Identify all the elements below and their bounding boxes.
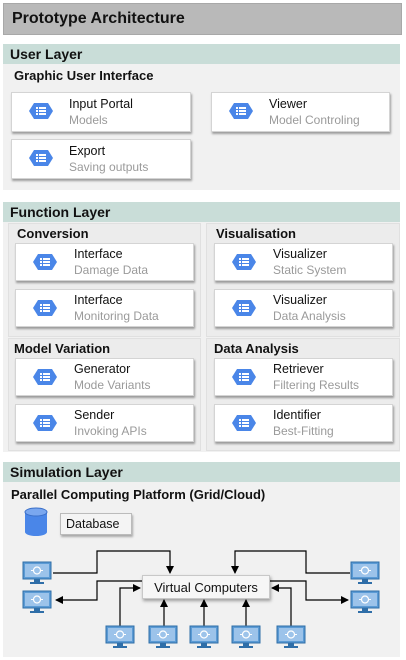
visualisation-title: Visualisation: [216, 226, 296, 241]
monitor-icon: [350, 561, 380, 585]
card-title: Sender: [74, 408, 115, 422]
viewer-card[interactable]: Viewer Model Controling: [211, 92, 390, 132]
card-title: Export: [69, 144, 106, 158]
card-subtitle: Invoking APIs: [74, 424, 147, 438]
monitor-icon: [231, 625, 261, 649]
card-subtitle: Saving outputs: [69, 160, 149, 174]
conversion-title: Conversion: [17, 226, 89, 241]
monitor-icon: [105, 625, 135, 649]
interface-damage-card[interactable]: Interface Damage Data: [15, 243, 194, 281]
card-subtitle: Monitoring Data: [74, 309, 159, 323]
export-card[interactable]: Export Saving outputs: [11, 139, 191, 179]
function-layer-header: Function Layer: [3, 202, 400, 222]
card-title: Identifier: [273, 408, 321, 422]
card-title: Generator: [74, 362, 131, 376]
database-label: Database: [66, 517, 120, 531]
simulation-layer-heading: Simulation Layer: [10, 464, 123, 480]
card-title: Retriever: [273, 362, 324, 376]
virtual-computers-box: Virtual Computers: [142, 575, 270, 599]
card-title: Visualizer: [273, 247, 327, 261]
card-subtitle: Damage Data: [74, 263, 149, 277]
monitor-icon: [22, 561, 52, 585]
card-subtitle: Models: [69, 113, 108, 127]
simulation-layer-panel: [3, 462, 400, 657]
card-subtitle: Model Controling: [269, 113, 360, 127]
card-title: Visualizer: [273, 293, 327, 307]
monitor-icon: [148, 625, 178, 649]
function-layer-heading: Function Layer: [10, 204, 111, 220]
model-variation-title: Model Variation: [14, 341, 111, 356]
user-layer-header: User Layer: [3, 44, 400, 64]
monitor-icon: [189, 625, 219, 649]
retriever-card[interactable]: Retriever Filtering Results: [214, 358, 393, 396]
database-label-box: Database: [60, 513, 132, 535]
card-subtitle: Best-Fitting: [273, 424, 334, 438]
interface-monitoring-card[interactable]: Interface Monitoring Data: [15, 289, 194, 327]
card-subtitle: Data Analysis: [273, 309, 346, 323]
visualizer-static-card[interactable]: Visualizer Static System: [214, 243, 393, 281]
user-layer-heading: User Layer: [10, 46, 83, 62]
identifier-card[interactable]: Identifier Best-Fitting: [214, 404, 393, 442]
title-bar: Prototype Architecture: [3, 3, 402, 35]
card-title: Input Portal: [69, 97, 133, 111]
database-icon: [24, 507, 48, 536]
sender-card[interactable]: Sender Invoking APIs: [15, 404, 194, 442]
platform-title: Parallel Computing Platform (Grid/Cloud): [11, 487, 266, 502]
card-subtitle: Mode Variants: [74, 378, 151, 392]
simulation-layer-header: Simulation Layer: [3, 462, 400, 482]
card-title: Interface: [74, 293, 123, 307]
visualizer-analysis-card[interactable]: Visualizer Data Analysis: [214, 289, 393, 327]
data-analysis-title: Data Analysis: [214, 341, 299, 356]
monitor-icon: [22, 590, 52, 614]
card-title: Viewer: [269, 97, 307, 111]
page-title: Prototype Architecture: [12, 10, 185, 27]
monitor-icon: [350, 590, 380, 614]
card-subtitle: Static System: [273, 263, 347, 277]
generator-card[interactable]: Generator Mode Variants: [15, 358, 194, 396]
card-title: Interface: [74, 247, 123, 261]
monitor-icon: [276, 625, 306, 649]
virtual-computers-label: Virtual Computers: [154, 580, 258, 595]
card-subtitle: Filtering Results: [273, 378, 360, 392]
gui-group-title: Graphic User Interface: [14, 68, 154, 83]
input-portal-card[interactable]: Input Portal Models: [11, 92, 191, 132]
